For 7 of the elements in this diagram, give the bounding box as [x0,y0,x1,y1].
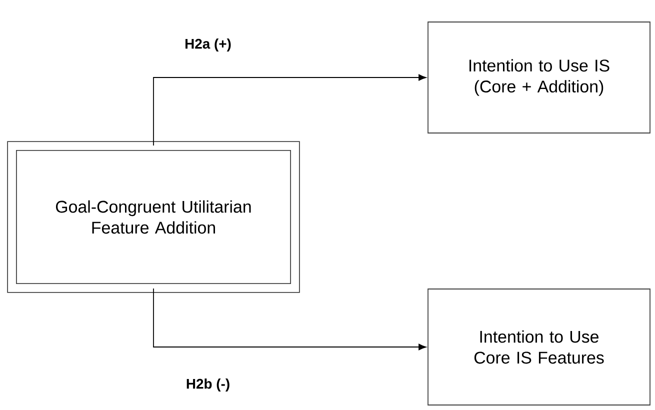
edge-label: H2b (-) [186,378,230,392]
box: Intention to Use Core IS Features [428,288,650,406]
arrow [153,74,426,146]
arrow [153,288,426,350]
edge-label: H2a (+) [186,38,231,52]
double-bordered-box: Goal-Congruent Utilitarian Feature Addition [7,141,300,293]
box: Intention to Use IS (Core + Addition) [428,22,650,134]
